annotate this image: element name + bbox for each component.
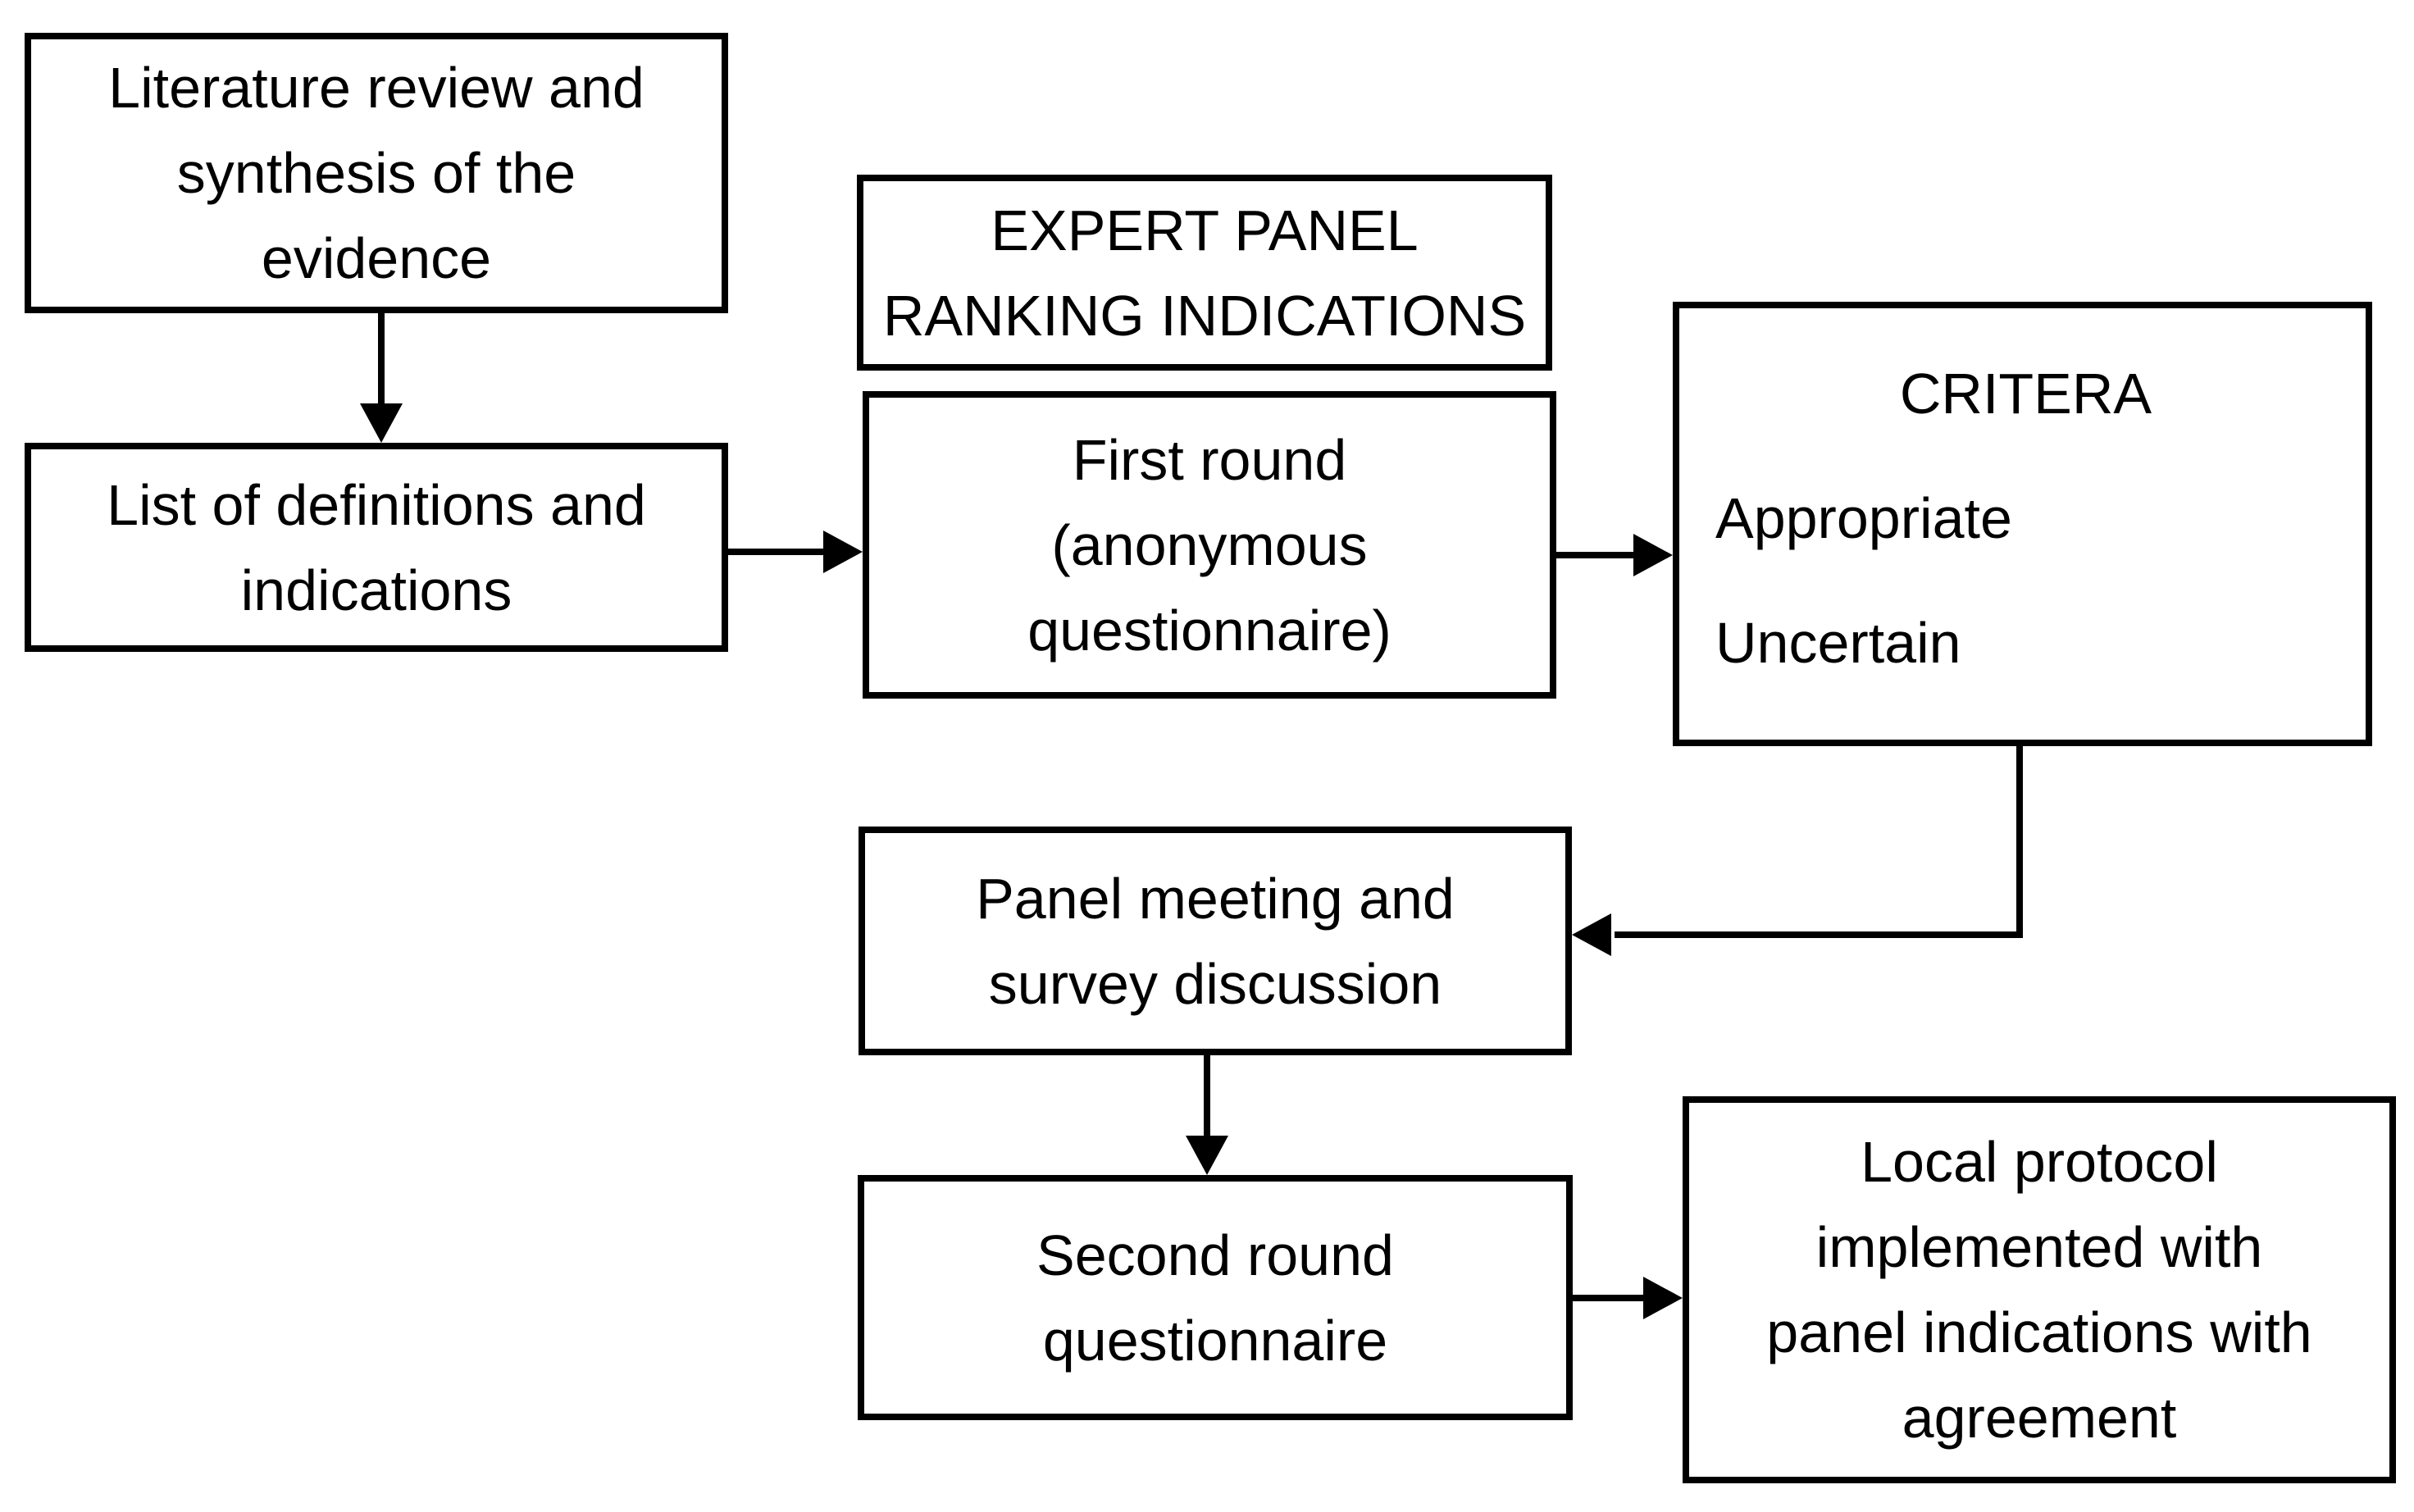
node-first-round-label: First round (anonymous questionnaire) [1027,427,1391,663]
criteria-item-uncertain: Uncertain [1715,611,1961,675]
criteria-item-appropriate: Appropriate [1715,486,2012,550]
node-local-protocol: Local protocol implemented with panel in… [1683,1096,2396,1483]
node-local-protocol-label: Local protocol implemented with panel in… [1766,1130,2312,1450]
node-first-round: First round (anonymous questionnaire) [863,391,1556,699]
arrow-first-round-to-criteria [1556,534,1673,576]
arrow-second-round-to-local-protocol [1573,1277,1683,1319]
criteria-title: CRITERA [1899,362,2152,426]
arrow-criteria-to-panel-meeting [1572,746,2023,956]
node-expert-panel-header-label: EXPERT PANEL RANKING INDICATIONS [882,198,1527,348]
node-definitions-indications-label: List of definitions and indications [107,472,646,622]
node-panel-meeting-label: Panel meeting and survey discussion [976,866,1455,1016]
node-criteria: CRITERA Appropriate Uncertain [1673,302,2372,746]
node-panel-meeting: Panel meeting and survey discussion [859,827,1572,1055]
node-definitions-indications: List of definitions and indications [25,443,728,652]
node-expert-panel-header: EXPERT PANEL RANKING INDICATIONS [857,175,1552,371]
node-second-round: Second round questionnaire [858,1175,1573,1420]
node-second-round-label: Second round questionnaire [1036,1223,1394,1373]
node-literature-review-label: Literature review and synthesis of the e… [108,56,644,290]
arrow-definitions-to-first-round [728,531,863,573]
arrow-literature-to-definitions [360,313,403,443]
arrow-panel-meeting-to-second-round [1186,1055,1228,1175]
node-literature-review: Literature review and synthesis of the e… [25,33,728,313]
